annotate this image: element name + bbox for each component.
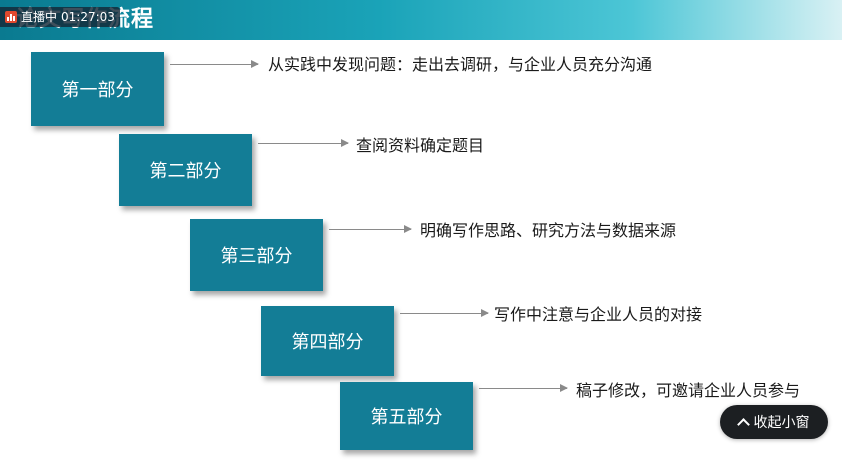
step-3-box: 第三部分 bbox=[190, 219, 323, 291]
step-2-text: 查阅资料确定题目 bbox=[356, 136, 485, 155]
live-label: 直播中 bbox=[21, 10, 58, 24]
step-4-label: 第四部分 bbox=[291, 332, 364, 353]
live-signal-icon bbox=[5, 11, 17, 23]
step-4-box: 第四部分 bbox=[261, 306, 394, 376]
step-3-arrow bbox=[329, 225, 412, 233]
step-1-box: 第一部分 bbox=[31, 52, 164, 126]
collapse-button-label: 收起小窗 bbox=[753, 415, 810, 431]
step-2-arrow bbox=[258, 139, 349, 147]
live-timer: 01:27:03 bbox=[61, 10, 115, 24]
step-2-box: 第二部分 bbox=[119, 134, 252, 206]
step-5-text: 稿子修改，可邀请企业人员参与 bbox=[576, 381, 801, 400]
collapse-mini-window-button[interactable]: 收起小窗 bbox=[720, 405, 828, 439]
step-1-label: 第一部分 bbox=[61, 80, 134, 101]
live-status-badge: 直播中 01:27:03 bbox=[0, 7, 120, 27]
step-3-label: 第三部分 bbox=[220, 246, 293, 267]
step-3-text: 明确写作思路、研究方法与数据来源 bbox=[420, 221, 677, 240]
step-2-label: 第二部分 bbox=[149, 161, 222, 182]
step-5-label: 第五部分 bbox=[370, 407, 443, 428]
step-4-text: 写作中注意与企业人员的对接 bbox=[494, 305, 703, 324]
step-1-arrow bbox=[170, 60, 259, 68]
step-5-arrow bbox=[479, 384, 568, 392]
chevron-up-icon bbox=[736, 417, 750, 431]
step-1-text: 从实践中发现问题：走出去调研，与企业人员充分沟通 bbox=[268, 55, 653, 74]
step-5-box: 第五部分 bbox=[340, 382, 473, 450]
slide-title-bar: 论文写作流程 bbox=[0, 0, 842, 40]
step-4-arrow bbox=[400, 309, 489, 317]
